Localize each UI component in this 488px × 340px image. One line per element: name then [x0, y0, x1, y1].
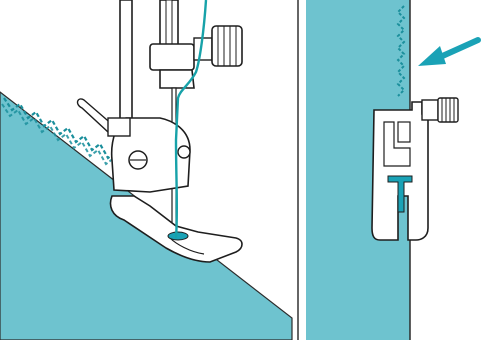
foot-screw-icon: [438, 98, 458, 122]
arrow-icon: [418, 40, 478, 66]
thread-icon: [176, 0, 206, 238]
clamp-screw-icon: [212, 26, 242, 66]
left-panel: [0, 0, 292, 340]
right-panel: [306, 0, 478, 340]
needle-clamp-icon: [150, 44, 194, 70]
